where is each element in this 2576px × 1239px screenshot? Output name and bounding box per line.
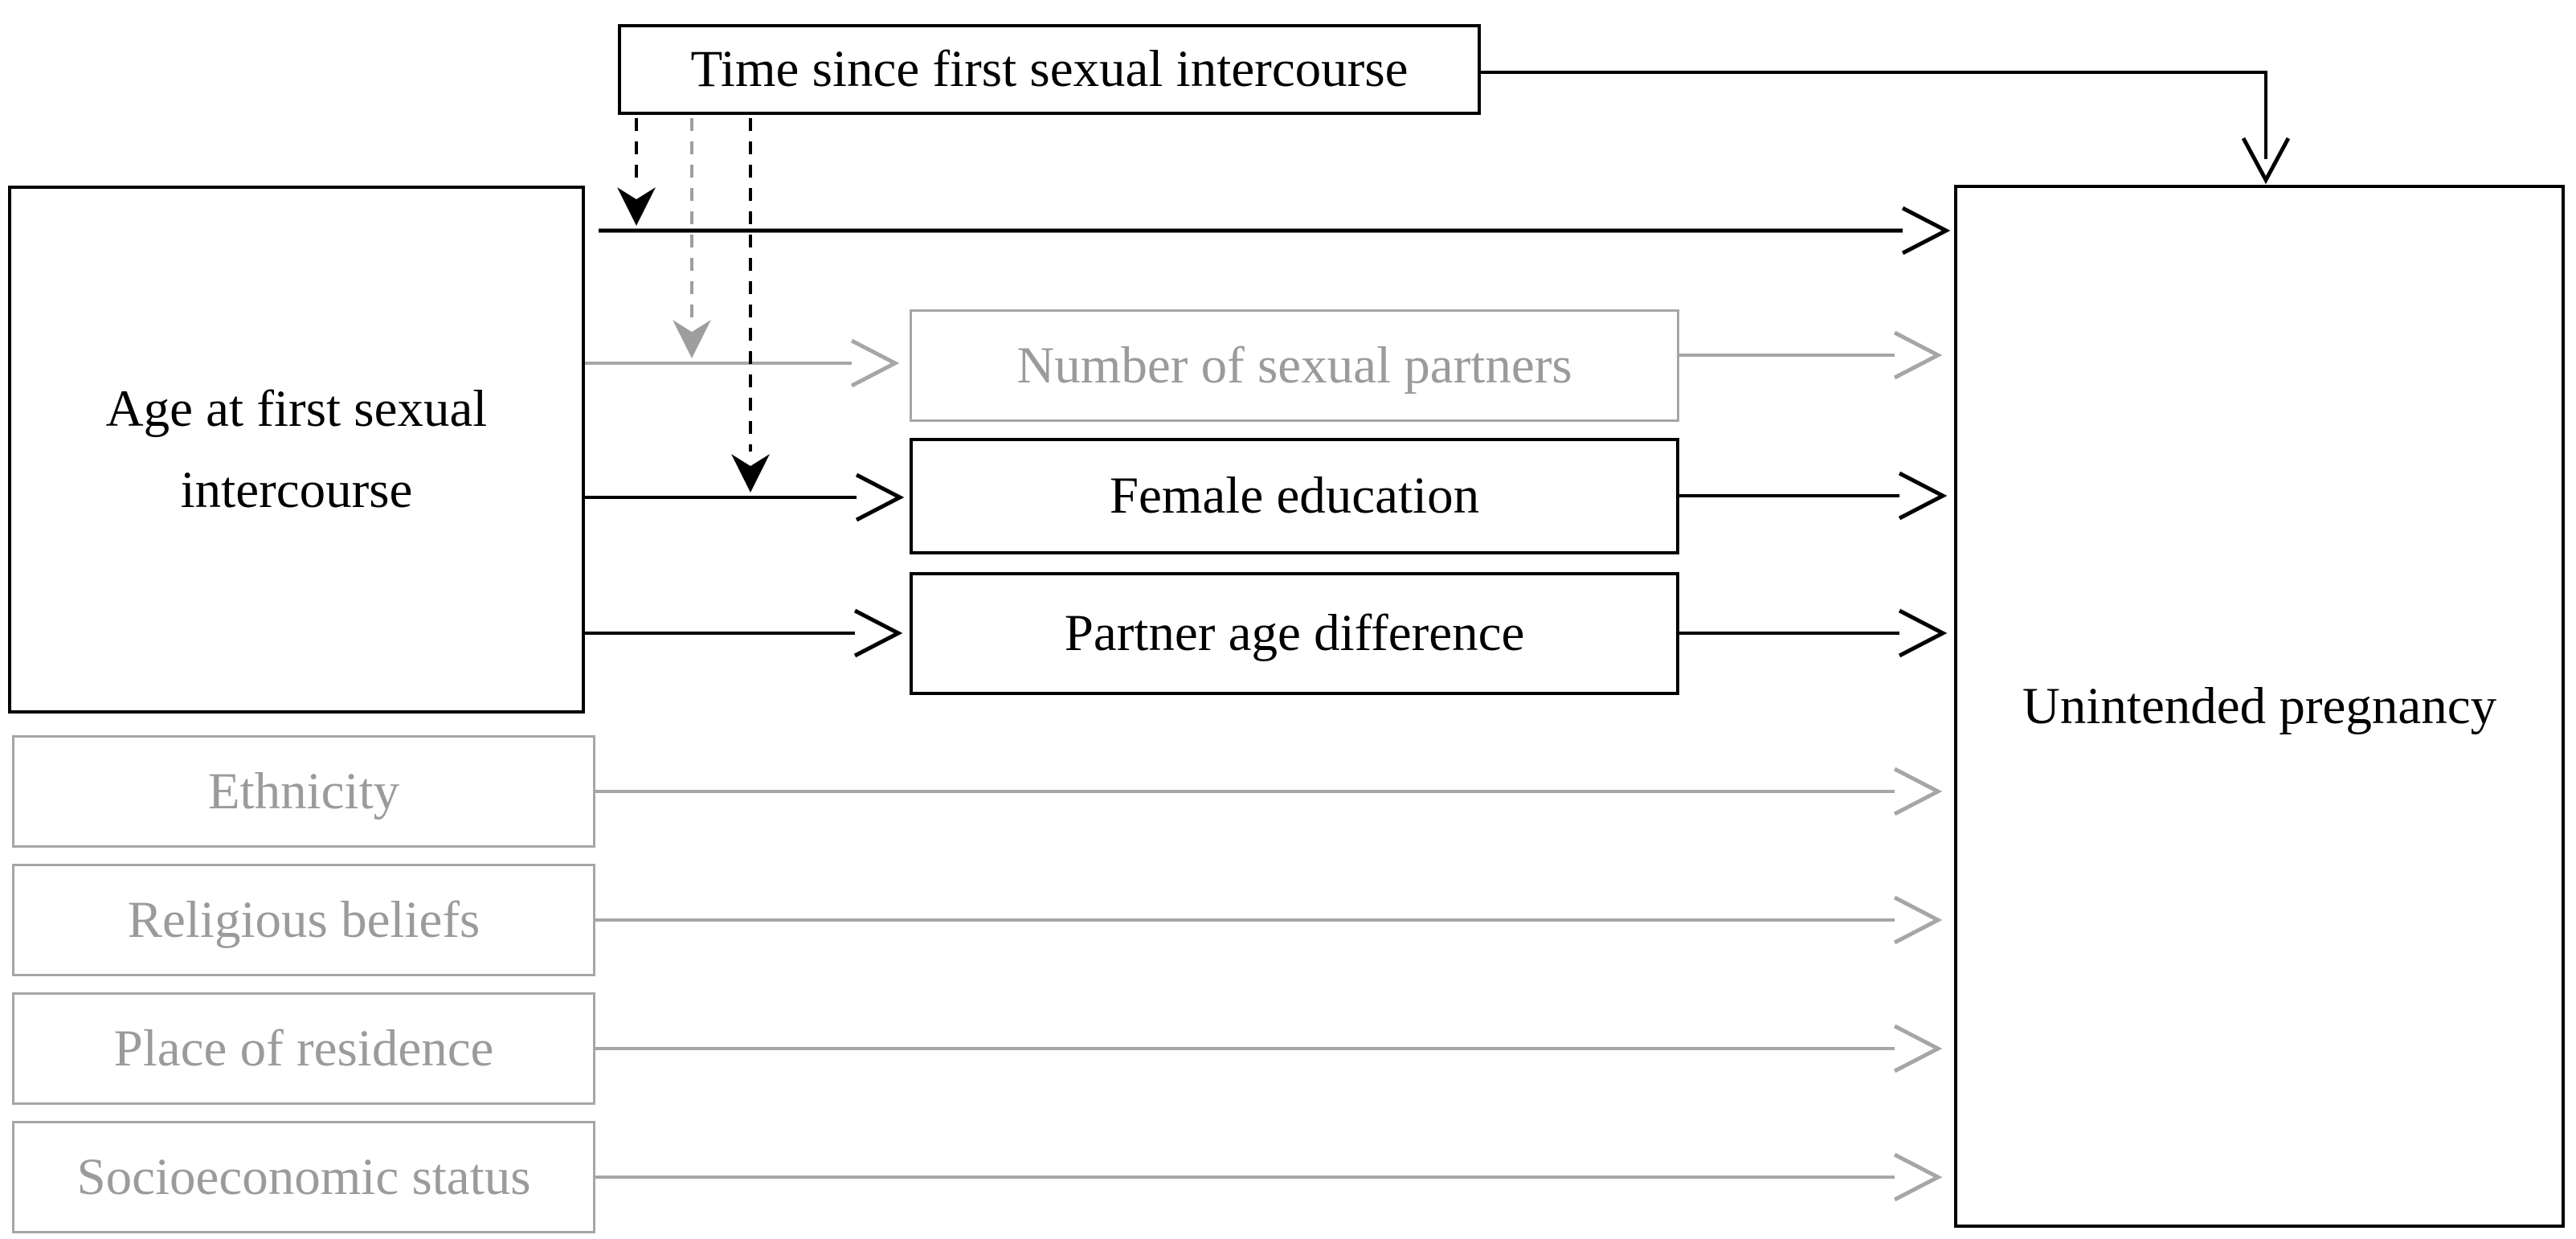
node-time-since-first-sexual-intercourse: Time since first sexual intercourse — [618, 24, 1481, 115]
arrowhead-right-icon — [1893, 1024, 1943, 1073]
node-ethnicity: Ethnicity — [12, 735, 595, 848]
arrowhead-stealth-down-icon — [617, 187, 656, 226]
node-label: Number of sexual partners — [1016, 336, 1572, 395]
node-label: Time since first sexual intercourse — [690, 40, 1409, 99]
arrowhead-down-icon — [2241, 137, 2291, 185]
arrowhead-right-icon — [1893, 767, 1943, 816]
arrowhead-right-icon — [1898, 471, 1948, 521]
node-label: Unintended pregnancy — [2022, 677, 2497, 735]
arrowhead-right-icon — [1893, 1152, 1943, 1202]
arrow-time-to-pregnancy — [1481, 71, 2267, 159]
arrowhead-right-icon — [1898, 608, 1948, 658]
node-label: Female education — [1109, 467, 1480, 525]
arrowhead-right-icon — [1901, 206, 1951, 256]
node-label: Age at first sexual intercourse — [105, 379, 488, 519]
node-label: Place of residence — [113, 1019, 494, 1077]
arrowhead-stealth-down-icon — [731, 454, 770, 493]
node-age-at-first-sexual-intercourse: Age at first sexual intercourse — [8, 186, 585, 714]
arrowhead-right-icon — [1893, 895, 1943, 945]
arrowhead-right-icon — [855, 472, 905, 522]
node-socioeconomic-status: Socioeconomic status — [12, 1121, 595, 1233]
node-female-education: Female education — [910, 438, 1679, 554]
node-label: Partner age difference — [1064, 604, 1525, 663]
arrowhead-stealth-down-icon — [673, 320, 711, 358]
node-religious-beliefs: Religious beliefs — [12, 864, 595, 976]
arrowhead-right-icon — [1893, 330, 1943, 380]
arrowhead-right-icon — [853, 608, 903, 658]
node-partner-age-difference: Partner age difference — [910, 572, 1679, 695]
node-label: Socioeconomic status — [76, 1147, 531, 1206]
arrowhead-right-icon — [850, 338, 900, 388]
node-label: Ethnicity — [207, 762, 400, 820]
node-place-of-residence: Place of residence — [12, 992, 595, 1105]
node-unintended-pregnancy: Unintended pregnancy — [1954, 185, 2565, 1228]
node-number-of-sexual-partners: Number of sexual partners — [910, 309, 1679, 422]
node-label: Religious beliefs — [127, 890, 480, 949]
